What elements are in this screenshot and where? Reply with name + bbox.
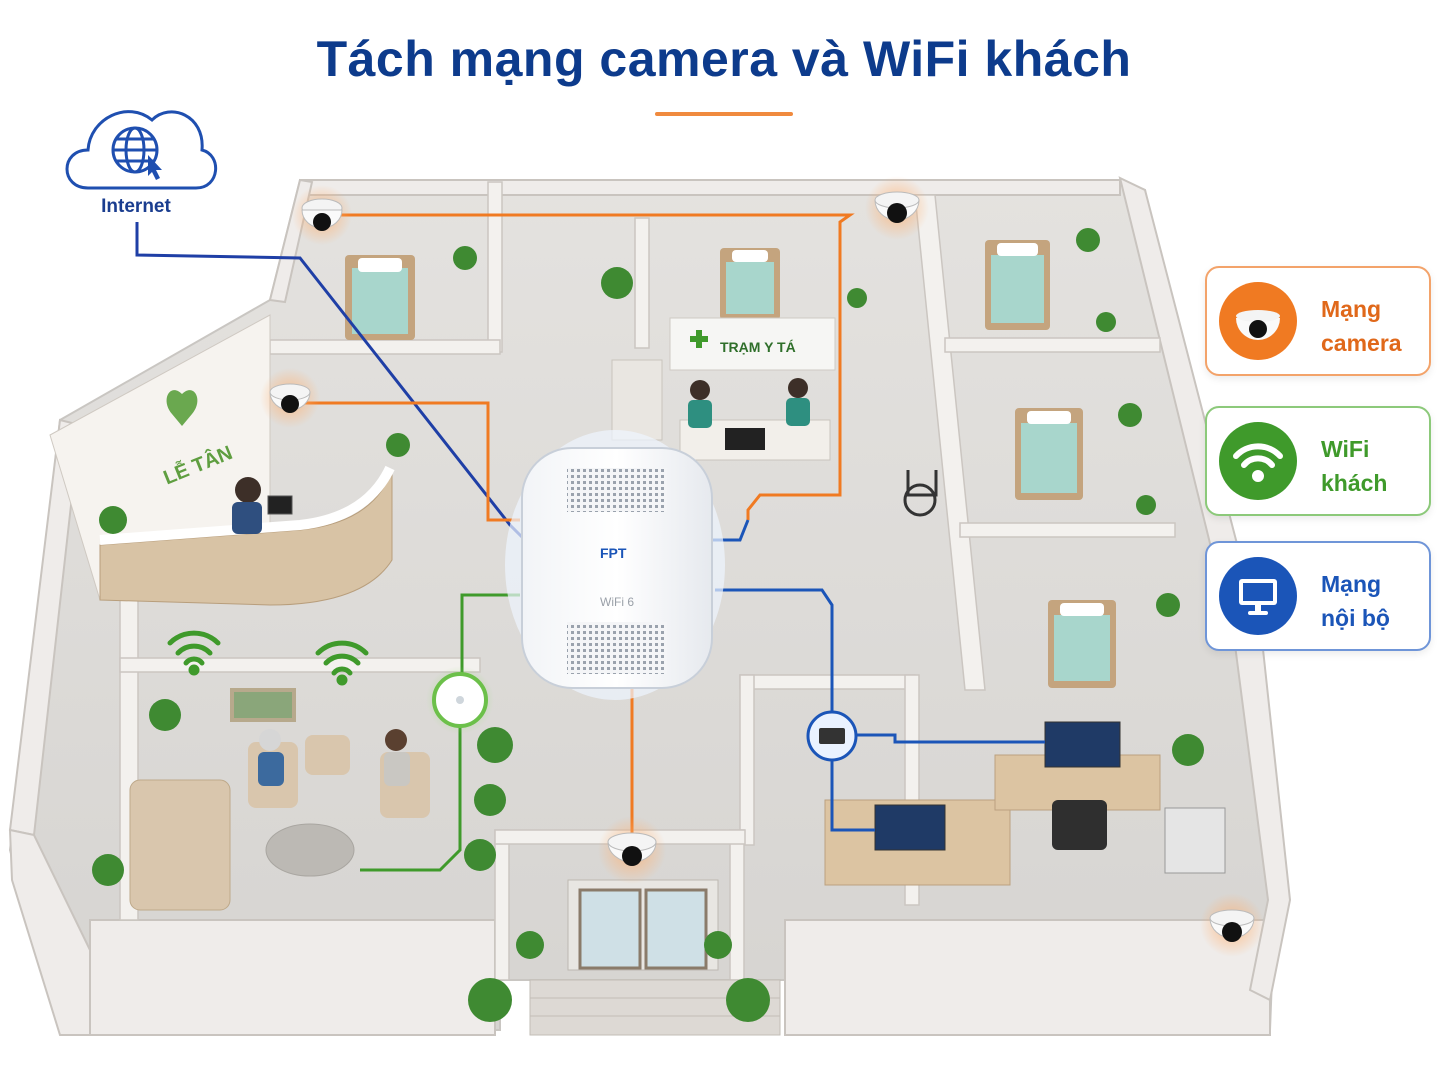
- router-brand: FPT: [600, 545, 627, 561]
- dome-camera-icon: [1200, 893, 1264, 957]
- interior-walls: [119, 181, 1176, 981]
- patient-bed: [1048, 600, 1116, 688]
- outer-walls: [8, 176, 1292, 1036]
- waiting-area: [129, 688, 430, 911]
- monitor-icon: [1219, 557, 1297, 635]
- camera-network-lines: [290, 213, 855, 840]
- access-point: [426, 666, 494, 734]
- dome-camera-icon: [598, 816, 666, 884]
- patient-bed: [345, 255, 415, 340]
- internal-network-lines: [712, 519, 1045, 832]
- nurse-station: [611, 317, 836, 461]
- office-area: [824, 721, 1226, 886]
- dome-camera-icon: [1219, 282, 1297, 360]
- guest-wifi-lines: [360, 593, 520, 872]
- wifi-signal-icon: [315, 640, 369, 686]
- fpt-wifi6-router: [505, 430, 725, 700]
- router-model: WiFi 6: [600, 595, 634, 609]
- plant-decoration: [92, 228, 1204, 1022]
- dome-camera-icon: [260, 368, 320, 428]
- legend-item-guest-wifi: WiFi khách: [1205, 406, 1431, 516]
- patient-bed: [720, 248, 780, 320]
- legend-label-line2: camera: [1321, 330, 1402, 356]
- cursor-icon: [148, 155, 162, 180]
- patient-bed: [1015, 408, 1083, 500]
- legend-item-internal-network: Mạng nội bộ: [1205, 541, 1431, 651]
- internet-label: Internet: [101, 196, 171, 217]
- dome-camera-icon: [292, 185, 352, 245]
- wheelchair: [903, 470, 938, 517]
- legend-item-camera-network: Mạng camera: [1205, 266, 1431, 376]
- wifi-icon: [1219, 422, 1297, 500]
- page-title: Tách mạng camera và WiFi khách: [316, 31, 1132, 87]
- legend-label-line1: Mạng: [1321, 296, 1382, 322]
- legend-label-line1: WiFi: [1321, 436, 1370, 462]
- legend-label-line2: nội bộ: [1321, 605, 1390, 631]
- globe-icon: [111, 126, 159, 174]
- legend-label-line1: Mạng: [1321, 571, 1382, 597]
- dome-camera-icon: [865, 176, 929, 240]
- legend-label-line2: khách: [1321, 470, 1388, 496]
- network-switch: [806, 710, 858, 762]
- title-underline: [655, 112, 793, 116]
- patient-bed: [985, 240, 1050, 330]
- nurse-station-sign: TRẠM Y TÁ: [720, 339, 796, 355]
- reception-desk: [99, 465, 395, 606]
- wifi-signal-icon: [167, 630, 221, 676]
